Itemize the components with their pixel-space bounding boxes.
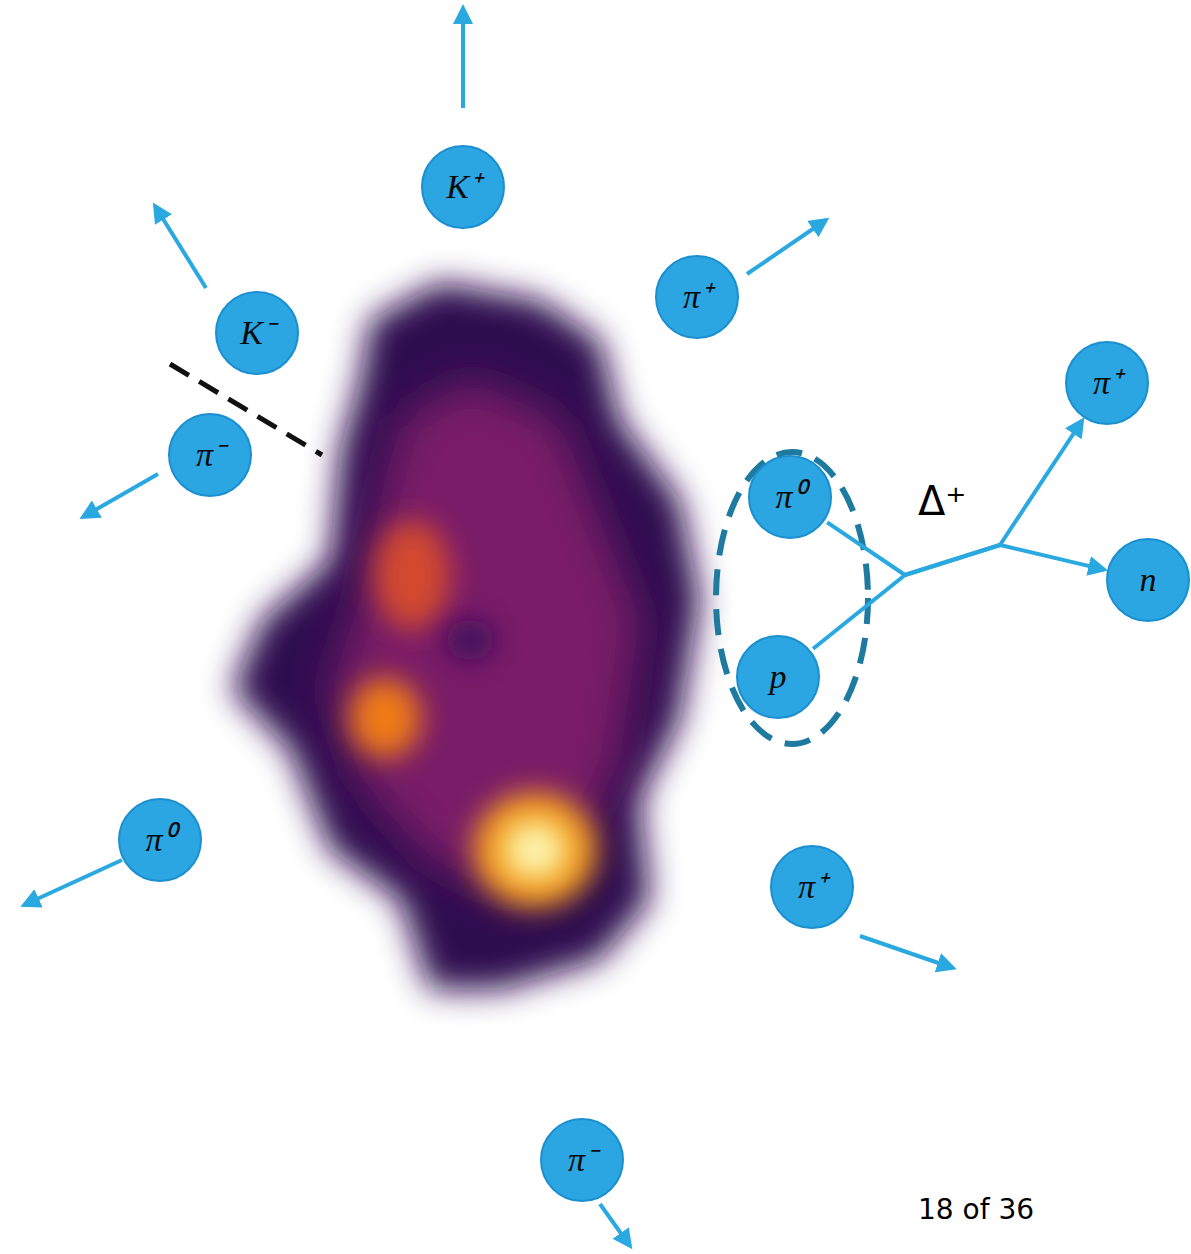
momentum-arrows <box>24 8 953 1246</box>
particle-symbol: π⁰ <box>145 823 174 857</box>
particle-circle: π⁰ <box>118 798 202 882</box>
particle-circle: π⁺ <box>655 255 739 339</box>
decay-arrow <box>827 421 1082 576</box>
fireball-blob <box>232 282 700 990</box>
particle-symbol: π⁺ <box>1093 366 1121 400</box>
particle-circle: p <box>736 635 820 719</box>
particle-symbol: π⁻ <box>196 438 224 472</box>
particle-circle: π⁺ <box>1065 341 1149 425</box>
particle-symbol: n <box>1140 563 1157 597</box>
particle-symbol: π⁺ <box>798 870 826 904</box>
particle-circle: π⁻ <box>168 413 252 497</box>
particle-symbol: p <box>770 660 787 694</box>
resonance-label: Δ⁺ <box>918 478 966 524</box>
particle-symbol: π⁺ <box>683 280 711 314</box>
particle-circle: n <box>1106 538 1190 622</box>
particle-circle: K⁻ <box>215 291 299 375</box>
particle-circle: π⁻ <box>540 1118 624 1202</box>
particle-symbol: π⁰ <box>775 480 804 514</box>
particle-symbol: π⁻ <box>568 1143 596 1177</box>
particle-circle: K⁺ <box>421 145 505 229</box>
decay-arrow <box>813 545 1104 649</box>
particle-symbol: K⁺ <box>446 170 480 204</box>
particle-circle: π⁺ <box>770 845 854 929</box>
particle-circle: π⁰ <box>748 455 832 539</box>
dashed-pair-group <box>716 452 868 744</box>
page-number: 18 of 36 <box>918 1193 1034 1226</box>
particle-symbol: K⁻ <box>240 316 274 350</box>
